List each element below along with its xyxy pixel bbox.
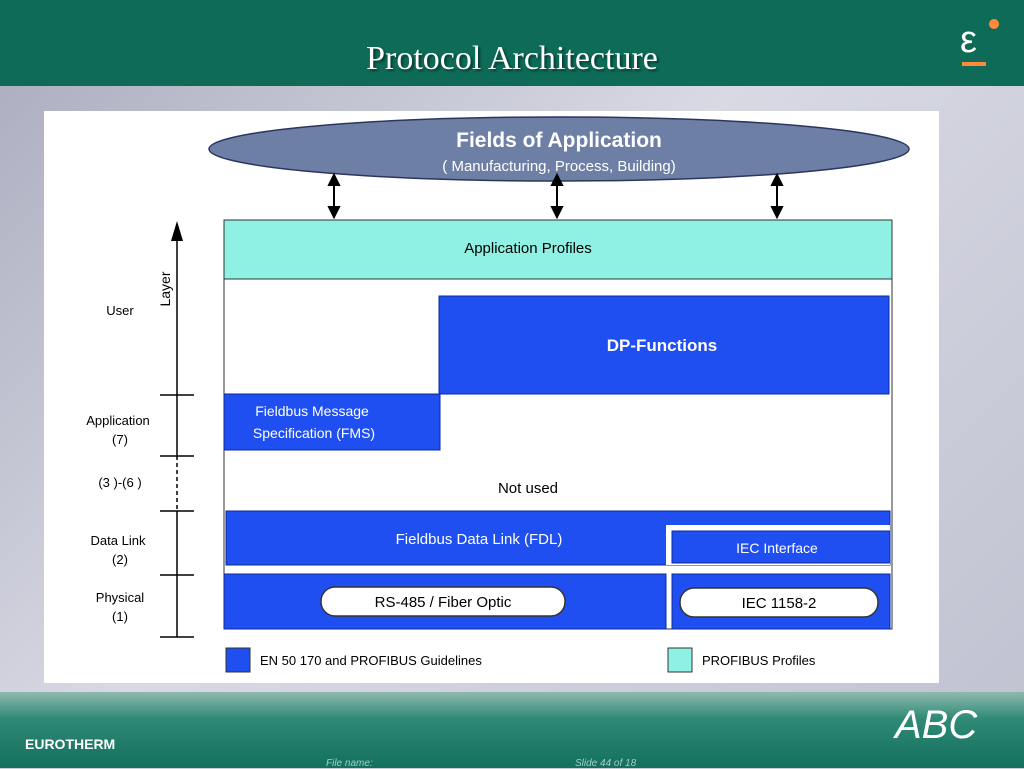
fields-subtitle: ( Manufacturing, Process, Building) bbox=[442, 158, 675, 175]
fields-title: Fields of Application bbox=[456, 129, 662, 152]
fdl-label: Fieldbus Data Link (FDL) bbox=[396, 531, 563, 548]
layer-physical-number: (1) bbox=[112, 609, 128, 624]
iec-interface-label: IEC Interface bbox=[736, 540, 818, 556]
fms-label-line1: Fieldbus Message bbox=[255, 403, 369, 419]
rs485-label: RS-485 / Fiber Optic bbox=[375, 594, 512, 611]
iec-interface-box bbox=[671, 530, 891, 564]
brand-name: EUROTHERM bbox=[25, 736, 116, 752]
fms-label-line2: Specification (FMS) bbox=[253, 425, 375, 441]
layer-axis-label: Layer bbox=[157, 271, 173, 306]
layer-3-6-label: (3 )-(6 ) bbox=[98, 475, 141, 490]
abc-logo-icon: ABC bbox=[893, 703, 978, 746]
double-arrow-icon bbox=[327, 172, 341, 220]
file-name-label: File name: bbox=[326, 758, 373, 769]
slide-footer bbox=[0, 692, 1024, 768]
legend-blue-swatch bbox=[225, 647, 251, 673]
protocol-diagram: Fields of Application ( Manufacturing, P… bbox=[86, 116, 910, 673]
legend-cyan-label: PROFIBUS Profiles bbox=[702, 653, 816, 668]
svg-text:ε: ε bbox=[960, 19, 977, 61]
application-profiles-label: Application Profiles bbox=[464, 240, 592, 257]
layer-application-label: Application bbox=[86, 413, 150, 428]
layer-datalink-number: (2) bbox=[112, 552, 128, 567]
rs485-pill bbox=[320, 586, 566, 617]
legend-cyan-swatch bbox=[667, 647, 693, 673]
layer-application-number: (7) bbox=[112, 432, 128, 447]
fms-box bbox=[223, 393, 441, 451]
diagram-panel: Fields of Application ( Manufacturing, P… bbox=[44, 111, 939, 683]
double-arrow-icon bbox=[770, 172, 784, 220]
slide-header bbox=[0, 0, 1024, 86]
not-used-label: Not used bbox=[498, 480, 558, 497]
iec1158-label: IEC 1158-2 bbox=[742, 595, 817, 612]
svg-text:ABC: ABC bbox=[893, 703, 978, 746]
application-profiles-box bbox=[223, 219, 893, 280]
double-arrow-icon bbox=[550, 172, 564, 220]
eurotherm-logo-icon: ε bbox=[960, 19, 999, 66]
layer-datalink-label: Data Link bbox=[91, 533, 146, 548]
slide-title: Protocol Architecture bbox=[366, 40, 658, 77]
iec1158-pill bbox=[679, 587, 879, 618]
legend-blue-label: EN 50 170 and PROFIBUS Guidelines bbox=[260, 653, 482, 668]
layer-user-label: User bbox=[106, 303, 134, 318]
dp-functions-box bbox=[438, 295, 890, 395]
dp-functions-label: DP-Functions bbox=[607, 336, 718, 355]
slide-number: Slide 44 of 18 bbox=[575, 758, 637, 769]
layer-axis bbox=[160, 236, 194, 638]
layer-physical-label: Physical bbox=[96, 590, 145, 605]
layer-arrow-icon bbox=[171, 221, 183, 241]
